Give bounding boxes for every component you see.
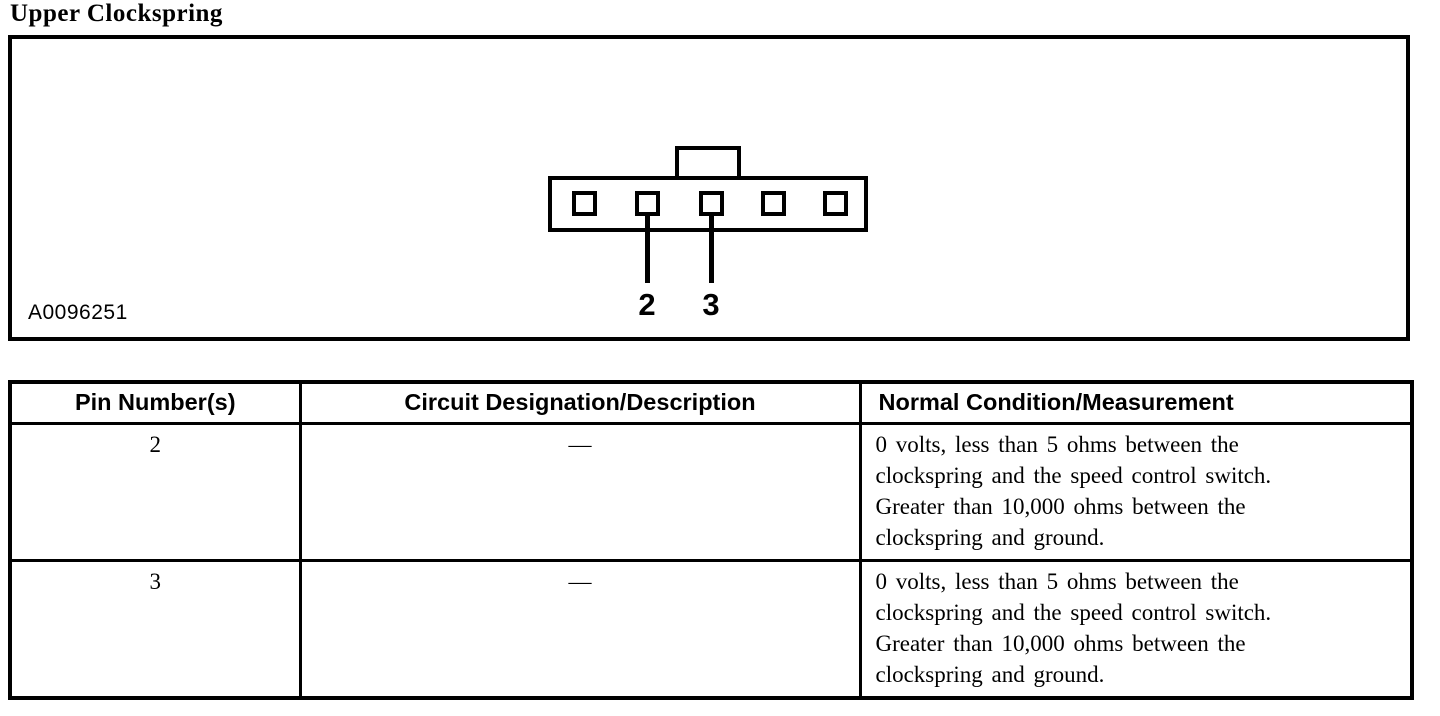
- connector-pin-3: [699, 191, 724, 216]
- condition-line: clockspring and ground.: [875, 661, 1105, 687]
- condition-line: clockspring and ground.: [875, 524, 1105, 550]
- page-title: Upper Clockspring: [10, 0, 223, 27]
- col-header-pin-numbers: Pin Number(s): [8, 380, 302, 425]
- condition-cell: 0 volts, less than 5 ohms between the cl…: [858, 558, 1414, 699]
- table-header-row: Pin Number(s) Circuit Designation/Descri…: [8, 380, 1414, 425]
- pin-number-cell: 3: [8, 558, 302, 699]
- condition-line: clockspring and the speed control switch…: [875, 462, 1272, 488]
- connector-pin-2: [635, 191, 660, 216]
- figure-id-label: A0096251: [28, 301, 128, 324]
- connector-figure: 2 3 A0096251: [8, 35, 1410, 341]
- pin-table: Pin Number(s) Circuit Designation/Descri…: [8, 380, 1414, 700]
- pin-3-leader-line: [709, 214, 714, 283]
- col-header-normal-condition: Normal Condition/Measurement: [858, 380, 1414, 425]
- pin-number-cell: 2: [8, 421, 302, 562]
- connector-tab: [675, 146, 741, 180]
- circuit-cell: —: [298, 558, 862, 699]
- condition-line: 0 volts, less than 5 ohms between the: [875, 431, 1239, 457]
- connector-pin-5: [823, 191, 848, 216]
- pin-3-callout: 3: [702, 287, 720, 322]
- connector-pin-1: [572, 191, 597, 216]
- connector-pin-4: [761, 191, 786, 216]
- condition-line: 0 volts, less than 5 ohms between the: [875, 568, 1239, 594]
- condition-line: clockspring and the speed control switch…: [875, 599, 1272, 625]
- pin-2-leader-line: [645, 214, 650, 283]
- col-header-circuit-designation: Circuit Designation/Description: [298, 380, 862, 425]
- condition-line: Greater than 10,000 ohms between the: [875, 630, 1246, 656]
- pin-2-callout: 2: [638, 287, 656, 322]
- circuit-cell: —: [298, 421, 862, 562]
- condition-line: Greater than 10,000 ohms between the: [875, 493, 1246, 519]
- connector-body: [548, 176, 868, 232]
- table-row: 3 — 0 volts, less than 5 ohms between th…: [8, 558, 1414, 699]
- condition-cell: 0 volts, less than 5 ohms between the cl…: [858, 421, 1414, 562]
- table-row: 2 — 0 volts, less than 5 ohms between th…: [8, 421, 1414, 562]
